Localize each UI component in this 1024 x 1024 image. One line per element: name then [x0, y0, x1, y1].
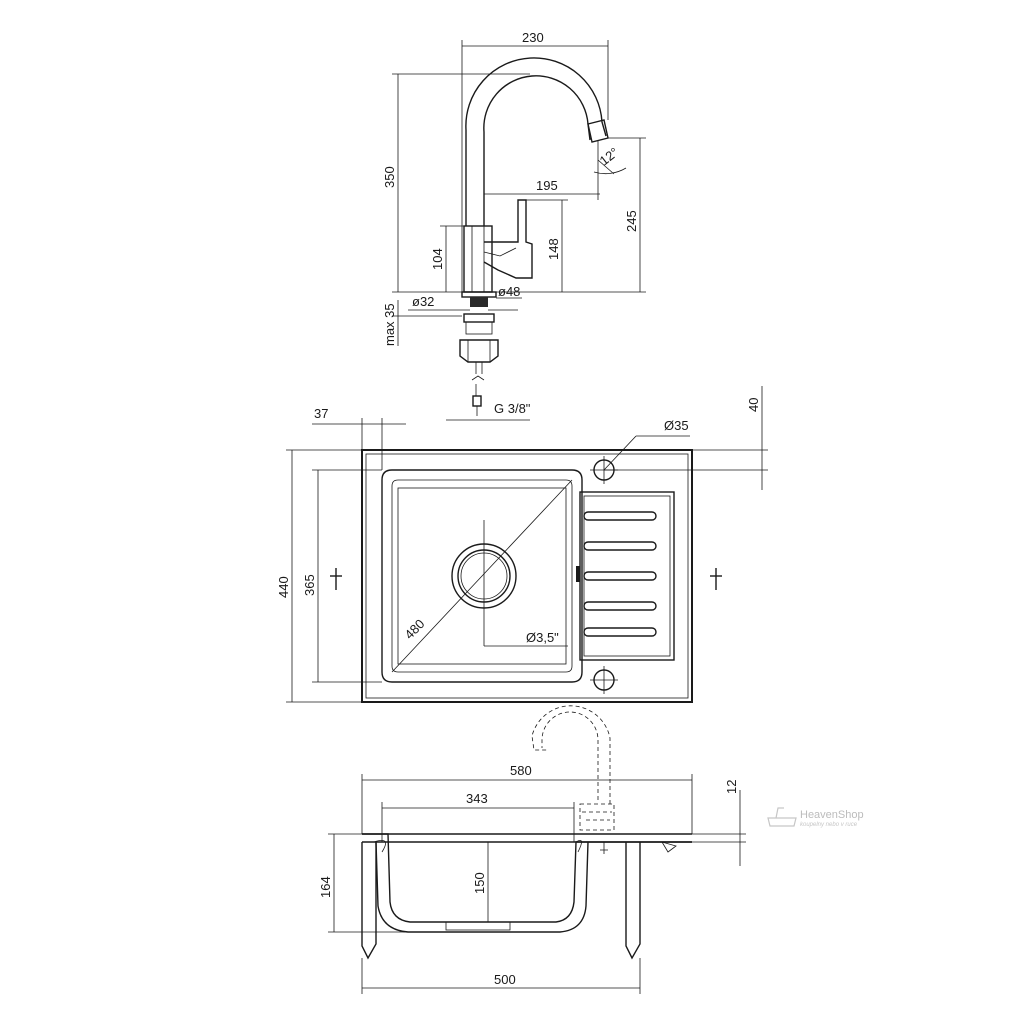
sink-top-view — [330, 449, 722, 703]
watermark-logo: HeavenShop koupelny nebo v ruce — [767, 807, 864, 828]
dim-spout-height: 245 — [624, 210, 639, 232]
dim-spout-angle: 12° — [597, 144, 622, 168]
watermark-brand: HeavenShop — [800, 809, 864, 821]
dim-bowl-depth-side: 150 — [472, 872, 487, 894]
dim-tap-hole: Ø35 — [664, 418, 689, 433]
dim-side-offset: 37 — [314, 406, 328, 421]
faucet-drawing — [459, 57, 609, 416]
side-view-dimensions — [328, 774, 746, 994]
dim-rim-thickness: 12 — [724, 780, 739, 794]
dim-cabinet-width: 500 — [494, 972, 516, 987]
dim-overall-depth: 440 — [276, 576, 291, 598]
dim-top-offset: 40 — [746, 398, 761, 412]
dim-spout-reach: 230 — [522, 30, 544, 45]
dim-hole-diameter: ø32 — [412, 294, 434, 309]
dim-base-diameter: ø48 — [498, 284, 520, 299]
dim-total-depth: 164 — [318, 876, 333, 898]
dim-bowl-width: 343 — [466, 791, 488, 806]
dim-lever-height: 148 — [546, 238, 561, 260]
dim-connection: G 3/8" — [494, 401, 531, 416]
watermark-tagline: koupelny nebo v ruce — [800, 822, 858, 828]
faucet-dimensions — [392, 40, 646, 421]
top-view-dimensions — [286, 386, 768, 703]
dim-drain: Ø3,5" — [526, 630, 559, 645]
dim-overall-width: 580 — [510, 763, 532, 778]
dim-max-thickness: max 35 — [382, 303, 397, 346]
dim-total-height: 350 — [382, 166, 397, 188]
dim-lever-offset: 195 — [536, 178, 558, 193]
sink-side-view — [361, 705, 692, 960]
dim-body-height: 104 — [430, 248, 445, 270]
dim-bowl-depth: 365 — [302, 574, 317, 596]
